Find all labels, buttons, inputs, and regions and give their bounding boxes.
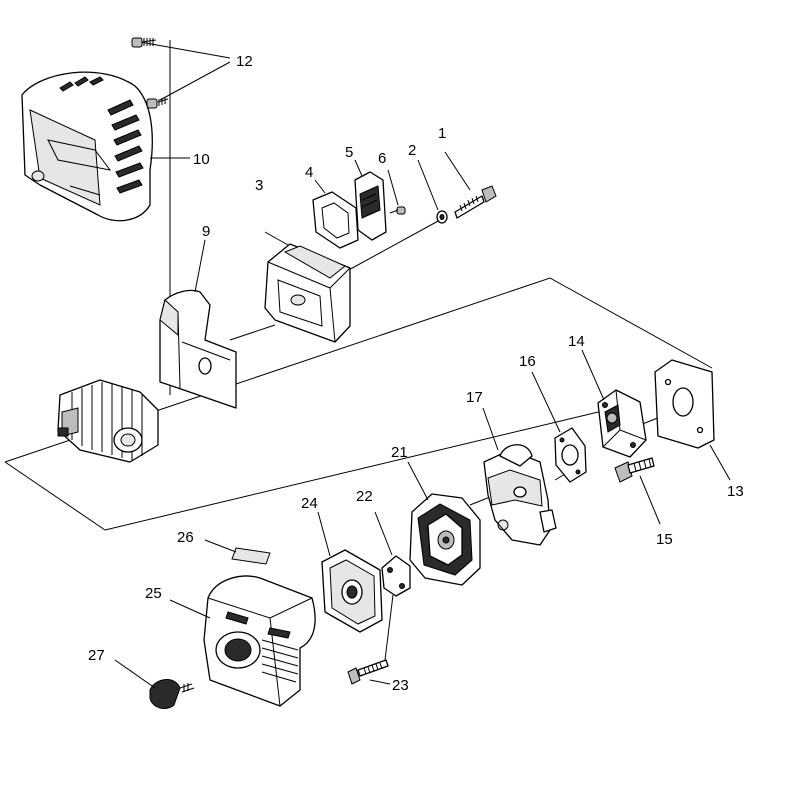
callout-27: 27: [88, 647, 105, 664]
part-24-air-filter: [317, 511, 383, 633]
part-25-air-cleaner-cover: [169, 575, 316, 707]
callout-1: 1: [438, 125, 446, 142]
callout-24: 24: [301, 495, 318, 512]
part-22-bracket: [374, 511, 411, 597]
callout-numbers: 1 2 3 4 5 6 9 10 12 13 14 15 16 17 21 22…: [88, 53, 744, 694]
part-9-heat-shield: [159, 239, 237, 409]
part-2-washer: [417, 159, 448, 224]
callout-16: 16: [519, 353, 536, 370]
engine-cylinder: [57, 379, 159, 463]
part-14-insulator: [581, 349, 647, 458]
part-23-bolt: [347, 659, 391, 685]
callout-3: 3: [255, 177, 263, 194]
callout-14: 14: [568, 333, 585, 350]
part-21-air-cleaner-case: [407, 461, 481, 586]
callout-22: 22: [356, 488, 373, 505]
callout-13: 13: [727, 483, 744, 500]
callout-9: 9: [202, 223, 210, 240]
part-5-plate: [354, 159, 387, 241]
part-17-carburetor: [482, 407, 557, 546]
part-6-screw: [387, 169, 406, 215]
part-10-cylinder-cover: [21, 71, 190, 222]
callout-15: 15: [656, 531, 673, 548]
part-26-label: [204, 539, 271, 565]
callout-17: 17: [466, 389, 483, 406]
callout-6: 6: [378, 150, 386, 167]
part-4-muffler-gasket: [312, 179, 359, 249]
callout-10: 10: [193, 151, 210, 168]
part-12-screws: [131, 37, 169, 109]
part-3-muffler: [264, 231, 351, 343]
callout-23: 23: [392, 677, 409, 694]
callout-25: 25: [145, 585, 162, 602]
callout-4: 4: [305, 164, 313, 181]
callout-5: 5: [345, 144, 353, 161]
part-1-bolt: [444, 151, 497, 219]
callout-12: 12: [236, 53, 253, 70]
callout-26: 26: [177, 529, 194, 546]
part-13-gasket: [654, 359, 731, 481]
part-16-carb-gasket: [531, 371, 587, 483]
callout-2: 2: [408, 142, 416, 159]
callout-21: 21: [391, 444, 408, 461]
part-27-knob: [114, 659, 195, 709]
part-15-bolt: [614, 457, 661, 525]
